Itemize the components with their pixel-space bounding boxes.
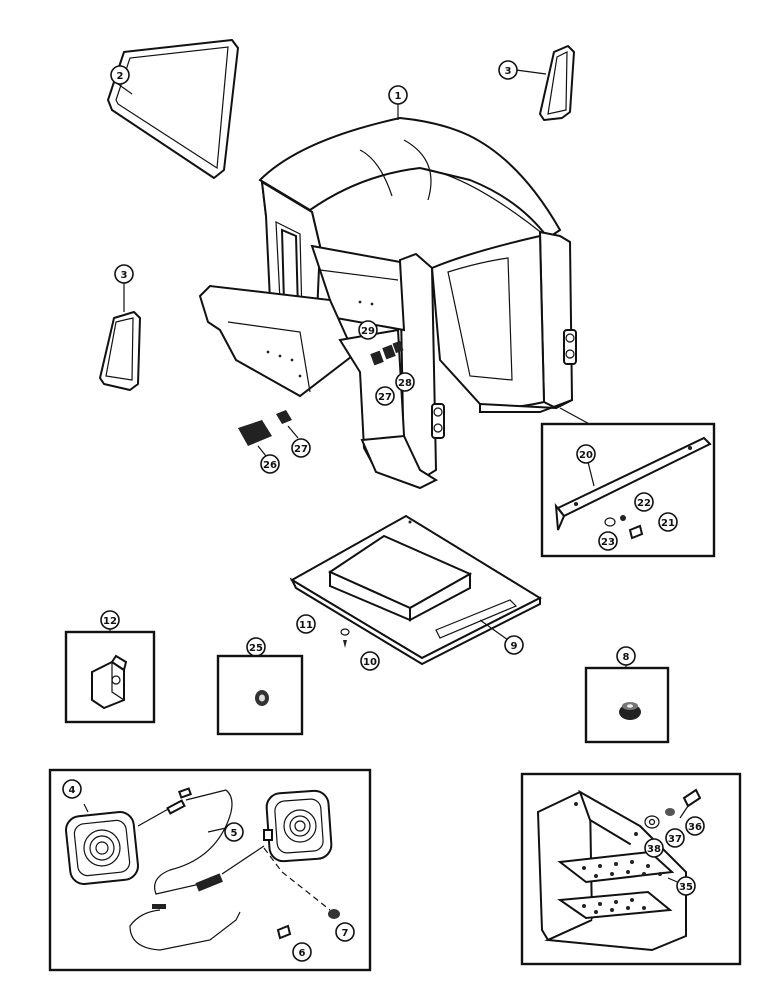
callout-37-label: 37 <box>668 834 682 845</box>
callout-26: 26 <box>260 454 280 474</box>
callout-3-lower: 3 <box>114 264 134 284</box>
callout-3-lower-label: 3 <box>121 270 128 281</box>
callout-38: 38 <box>644 838 664 858</box>
quarter-window-seal-upper <box>539 45 575 121</box>
callout-22: 22 <box>634 492 654 512</box>
callout-27-upper: 27 <box>375 386 395 406</box>
callout-11-label: 11 <box>299 620 313 631</box>
callout-26-label: 26 <box>263 460 277 471</box>
callout-9-label: 9 <box>511 641 518 652</box>
callout-36: 36 <box>685 816 705 836</box>
callout-7-label: 7 <box>342 928 349 939</box>
callout-2: 2 <box>110 65 130 85</box>
callout-36-label: 36 <box>688 822 702 833</box>
cab-shell <box>198 116 577 490</box>
floor-mat <box>238 410 292 446</box>
callout-35-label: 35 <box>679 882 693 893</box>
grommet-large-part <box>619 702 641 720</box>
callout-7: 7 <box>335 922 355 942</box>
callout-20-label: 20 <box>579 450 593 461</box>
callout-10: 10 <box>360 651 380 671</box>
trim-strip <box>554 436 712 531</box>
callout-3-upper-label: 3 <box>505 66 512 77</box>
callout-29: 29 <box>358 320 378 340</box>
wiring-harness <box>129 787 331 951</box>
callout-25-label: 25 <box>249 643 263 654</box>
callout-27-lower: 27 <box>291 438 311 458</box>
callout-28-label: 28 <box>398 378 412 389</box>
callout-21-label: 21 <box>661 518 675 529</box>
callout-9: 9 <box>504 635 524 655</box>
step-assembly <box>536 789 687 952</box>
console-pads <box>370 340 404 366</box>
callout-12-label: 12 <box>103 616 117 627</box>
callout-4-label: 4 <box>69 785 76 796</box>
callout-10-label: 10 <box>363 657 377 668</box>
callout-21: 21 <box>658 512 678 532</box>
callout-28: 28 <box>395 372 415 392</box>
quarter-window-seal-lower <box>99 311 141 391</box>
clip-part <box>91 654 128 710</box>
callout-23-label: 23 <box>601 537 615 548</box>
callout-8-label: 8 <box>623 652 630 663</box>
callout-1: 1 <box>388 85 408 105</box>
callout-22-label: 22 <box>637 498 651 509</box>
work-light-left <box>65 811 139 885</box>
step-fasteners <box>644 788 702 829</box>
callout-8: 8 <box>616 646 636 666</box>
trim-fasteners <box>604 515 644 540</box>
callout-5: 5 <box>224 822 244 842</box>
callout-27-lower-label: 27 <box>294 444 308 455</box>
callout-4: 4 <box>62 779 82 799</box>
floor-plate <box>289 514 543 666</box>
callout-11: 11 <box>296 614 316 634</box>
callout-23: 23 <box>598 531 618 551</box>
inset-trim-strip <box>540 422 716 558</box>
grommet-part <box>255 690 269 706</box>
callout-25: 25 <box>246 637 266 657</box>
callout-1-label: 1 <box>395 91 402 102</box>
callout-38-label: 38 <box>647 844 661 855</box>
callout-2-label: 2 <box>117 71 124 82</box>
callout-37: 37 <box>665 828 685 848</box>
callout-12: 12 <box>100 610 120 630</box>
light-fasteners <box>276 909 340 940</box>
callout-20: 20 <box>576 444 596 464</box>
callout-27-upper-label: 27 <box>378 392 392 403</box>
floor-fasteners <box>340 628 350 648</box>
callout-5-label: 5 <box>231 828 238 839</box>
callout-3-upper: 3 <box>498 60 518 80</box>
work-light-right <box>263 789 333 863</box>
callout-35: 35 <box>676 876 696 896</box>
callout-6-label: 6 <box>299 948 306 959</box>
callout-6: 6 <box>292 942 312 962</box>
rear-window-seal <box>107 39 239 179</box>
callout-29-label: 29 <box>361 326 375 337</box>
